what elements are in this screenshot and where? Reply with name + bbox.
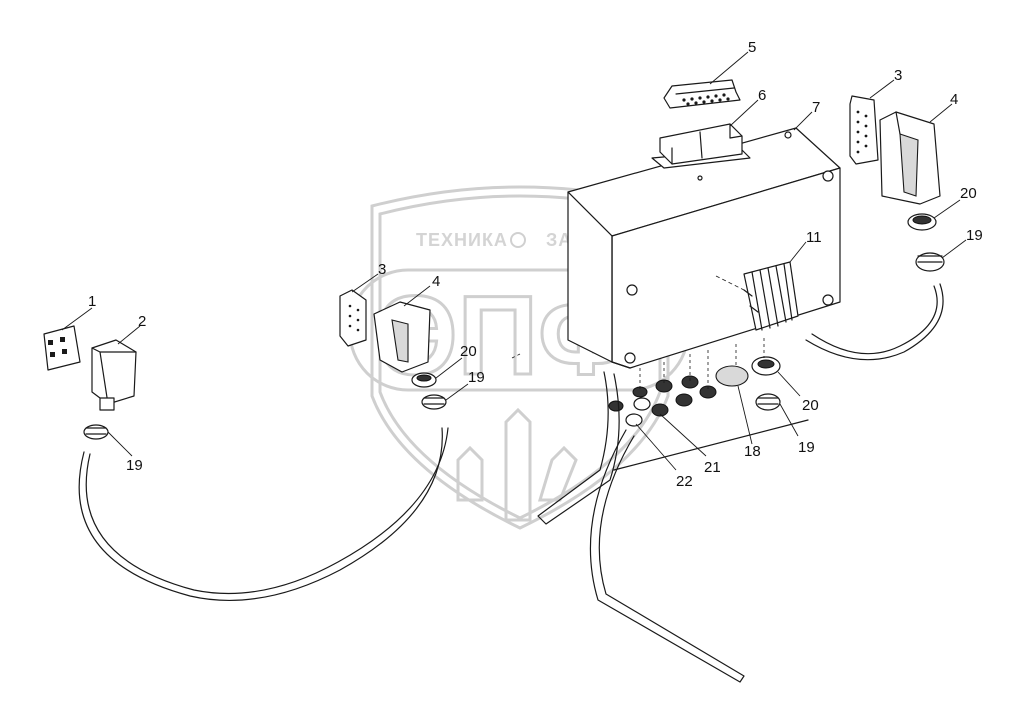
middle-housing-4: [373, 301, 431, 373]
callout-21: 21: [704, 459, 721, 476]
right-connector-3: [849, 95, 879, 165]
callout-20-mid: 20: [460, 343, 477, 360]
part-5-plug: [663, 79, 741, 109]
left-gland-19: [83, 424, 109, 440]
callout-11: 11: [806, 229, 822, 246]
gear-icon: [510, 232, 526, 248]
watermark-brand-left: ТЕХНИКА: [416, 230, 508, 250]
callout-19-bottom: 19: [798, 439, 815, 456]
callout-7: 7: [812, 99, 820, 116]
left-cable: [78, 427, 443, 601]
callout-18: 18: [744, 443, 761, 460]
callout-19-right: 19: [966, 227, 983, 244]
plug-18: [715, 365, 749, 387]
left-connector-1: [43, 325, 81, 371]
left-housing-2: [91, 339, 137, 411]
callout-3-right: 3: [894, 67, 902, 84]
right-gland-19: [915, 252, 945, 272]
middle-connector-3: [339, 289, 367, 347]
callout-2: 2: [138, 313, 146, 330]
right-cable: [811, 285, 938, 355]
callout-5: 5: [748, 39, 756, 56]
callout-19-far-left: 19: [126, 457, 143, 474]
right-housing-4: [879, 111, 941, 205]
callout-3-left: 3: [378, 261, 386, 278]
middle-gland-20: [411, 372, 437, 388]
bottom-cable-b: [589, 429, 745, 683]
callout-19-mid: 19: [468, 369, 485, 386]
bottom-grommets: [608, 356, 781, 427]
callout-20-right: 20: [960, 185, 977, 202]
callout-20-bottom: 20: [802, 397, 819, 414]
callout-6: 6: [758, 87, 766, 104]
callout-numbers: 1 2 19 3 4 20 19 5 6 7 3 4 20 19 11 20 1…: [88, 39, 983, 490]
leader-lines: [61, 51, 967, 471]
callout-22: 22: [676, 473, 693, 490]
middle-gland-19: [421, 394, 447, 410]
part-6-frame: [651, 123, 751, 169]
callout-4-left: 4: [432, 273, 440, 290]
callout-1: 1: [88, 293, 96, 310]
callout-4-right: 4: [950, 91, 958, 108]
terminal-block: [743, 261, 799, 331]
control-box: [567, 127, 841, 369]
right-gland-20: [907, 213, 937, 231]
bottom-cable-a: [537, 371, 620, 525]
